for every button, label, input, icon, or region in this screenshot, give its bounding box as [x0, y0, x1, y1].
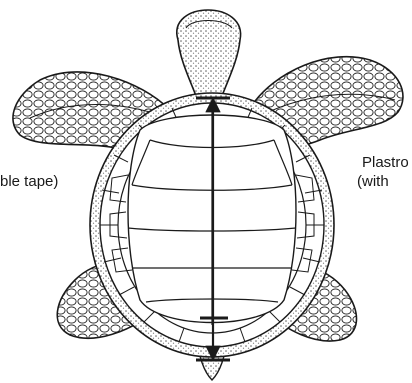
- left-label: ble tape): [0, 172, 58, 191]
- right-label-line-2: (with: [357, 172, 389, 191]
- right-label-line-1: Plastro: [362, 153, 409, 172]
- turtle-head: [177, 10, 241, 96]
